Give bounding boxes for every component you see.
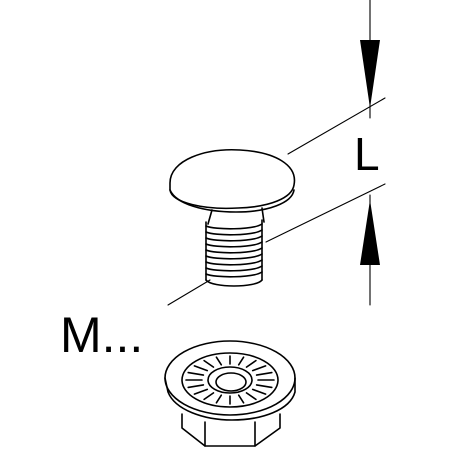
- serration-tooth: [187, 384, 205, 389]
- length-label: L: [354, 128, 380, 180]
- thread-line: [205, 271, 263, 278]
- serration-tooth: [203, 359, 215, 368]
- bolt-icon: [169, 149, 296, 287]
- serration-tooth: [237, 394, 245, 404]
- thread-size-label: M...: [60, 307, 143, 363]
- arrowhead-up-icon: [360, 200, 380, 265]
- thread-line: [205, 241, 263, 248]
- serration-tooth: [237, 356, 245, 366]
- thread-line: [205, 253, 263, 260]
- thread-line: [205, 259, 263, 266]
- serration-tooth: [187, 371, 205, 376]
- bolt-threads: [205, 223, 263, 278]
- serration-tooth: [251, 365, 267, 372]
- serration-tooth: [215, 394, 223, 404]
- thread-line: [205, 265, 263, 272]
- serration-tooth: [203, 392, 215, 401]
- serration-tooth: [193, 388, 209, 395]
- thread-line: [205, 229, 263, 236]
- extension-line-bottom-left: [167, 279, 211, 306]
- carriage-bolt: [169, 149, 296, 287]
- serration-tooth: [255, 371, 273, 376]
- serration-tooth: [245, 359, 257, 368]
- flange-nut: [164, 340, 296, 447]
- thread-line: [205, 223, 263, 230]
- dimension-line-length: L: [167, 0, 386, 306]
- serration-tooth: [215, 356, 223, 366]
- extension-line-bottom: [265, 183, 386, 243]
- thread-line: [205, 247, 263, 254]
- arrowhead-down-icon: [360, 40, 380, 108]
- serrated-flange-nut-icon: [164, 340, 296, 447]
- serration-tooth: [245, 392, 257, 401]
- serration-tooth: [193, 365, 209, 372]
- serration-tooth: [251, 388, 267, 395]
- serration-tooth: [255, 384, 273, 389]
- thread-line: [205, 235, 263, 242]
- flange-serrations: [185, 355, 275, 405]
- extension-line-top: [287, 97, 386, 155]
